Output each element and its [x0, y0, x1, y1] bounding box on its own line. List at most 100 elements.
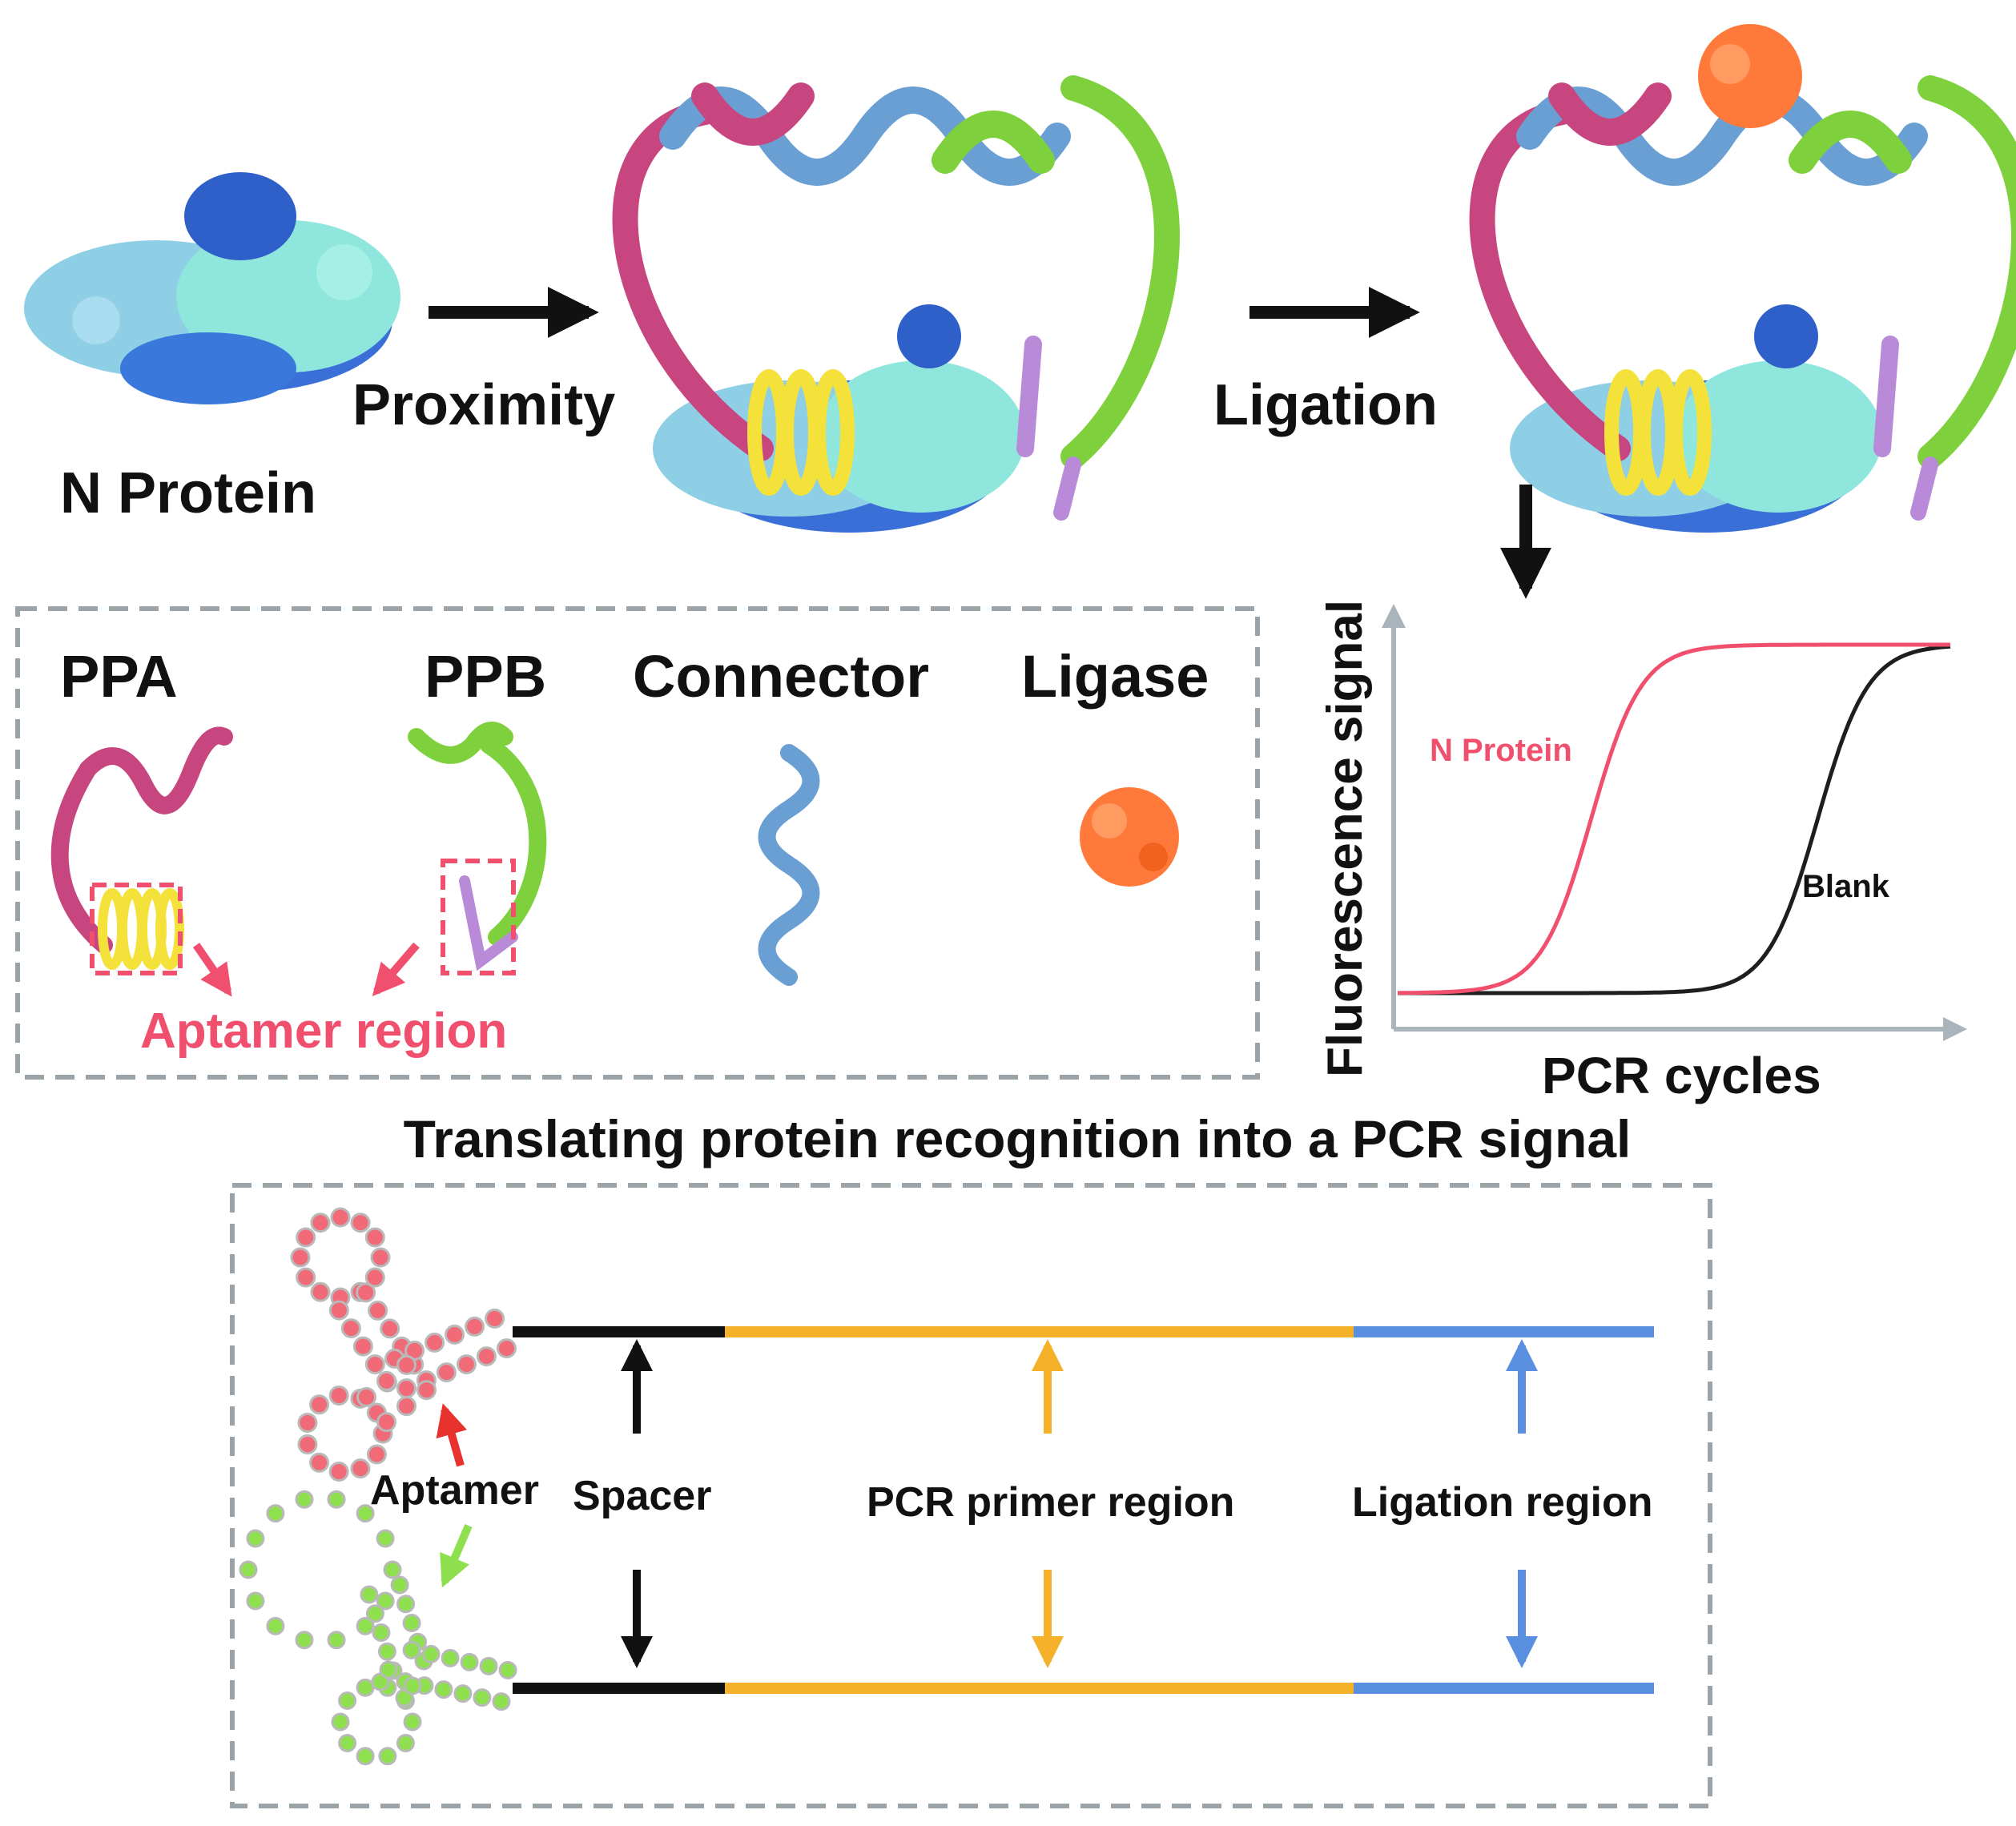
nucleotide-bead [266, 1504, 285, 1523]
nucleotide-bead [496, 1338, 517, 1359]
nucleotide-bead [328, 1462, 349, 1482]
nucleotide-bead [310, 1213, 331, 1233]
nucleotide-bead [479, 1656, 498, 1675]
ppa-strand-icon [50, 726, 233, 970]
nucleotide-bead [434, 1680, 453, 1699]
ppb-strand-icon [408, 722, 547, 971]
proximity-complex [612, 75, 1180, 533]
aptamer-arrow-bottom [440, 1524, 473, 1588]
nucleotide-bead [366, 1444, 387, 1465]
ppa-label: PPA [60, 643, 178, 710]
nucleotide-bead [331, 1712, 350, 1731]
nucleotide-bead [402, 1613, 421, 1632]
nucleotide-bead [396, 1733, 415, 1752]
aptamer-structure-top [290, 1207, 517, 1482]
nucleotide-bead [492, 1692, 511, 1711]
nucleotide-bead [396, 1396, 416, 1417]
nucleotide-bead [364, 1267, 385, 1288]
nucleotide-bead [465, 1316, 485, 1337]
series-line-n-protein [1398, 642, 1950, 995]
nucleotide-bead [350, 1458, 371, 1479]
ligase-label: Ligase [1021, 643, 1209, 710]
nucleotide-bead [365, 1604, 384, 1623]
n-protein-illustration [24, 172, 400, 404]
series-line-blank [1398, 644, 1951, 995]
n-protein-label: N Protein [60, 461, 316, 525]
ligase-icon [1080, 787, 1179, 887]
nucleotide-bead [290, 1247, 311, 1268]
nucleotide-bead [421, 1644, 441, 1663]
aptamer-region-label: Aptamer region [140, 1003, 507, 1059]
ppb-aptamer-box [441, 859, 516, 975]
y-axis-label: Fluorescence signal [1318, 600, 1373, 1077]
nucleotide-bead [396, 1354, 417, 1375]
nucleotide-bead [376, 1370, 397, 1391]
nucleotide-bead [403, 1676, 422, 1695]
nucleotide-bead [356, 1678, 375, 1697]
proximity-label: Proximity [352, 373, 615, 437]
nucleotide-bead [246, 1529, 265, 1548]
nucleotide-bead [372, 1623, 391, 1643]
fluorescence-chart: N Protein Blank PCR cycles Fluorescence … [1318, 600, 1967, 1104]
series-label-n-protein: N Protein [1430, 733, 1572, 768]
nucleotide-bead [383, 1560, 402, 1579]
nucleotide-bead [456, 1354, 477, 1375]
nucleotide-bead [295, 1490, 314, 1509]
nucleotide-bead [297, 1434, 318, 1455]
nucleotide-bead [416, 1380, 437, 1401]
nucleotide-bead [266, 1616, 285, 1635]
ppb-aptamer-arrow [372, 942, 420, 997]
nucleotide-bead [356, 1386, 377, 1407]
nucleotide-bead [425, 1332, 445, 1353]
spacer-label: Spacer [573, 1473, 711, 1519]
nucleotide-bead [460, 1652, 479, 1671]
nucleotide-bead [396, 1595, 416, 1614]
nucleotide-bead [340, 1318, 361, 1339]
nucleotide-bead [356, 1282, 376, 1303]
nucleotide-bead [376, 1529, 395, 1548]
nucleotide-bead [376, 1591, 395, 1611]
section-title: Translating protein recognition into a P… [404, 1109, 1632, 1168]
nucleotide-bead [309, 1452, 330, 1473]
nucleotide-bead [436, 1362, 457, 1383]
nucleotide-bead [327, 1631, 346, 1650]
nucleotide-bead [368, 1300, 388, 1321]
nucleotide-bead [364, 1227, 385, 1248]
nucleotide-bead [338, 1733, 357, 1752]
nucleotide-bead [239, 1560, 258, 1579]
ppa-aptamer-arrow [192, 943, 232, 997]
ligation-complex [1469, 24, 2016, 533]
nucleotide-bead [498, 1660, 517, 1679]
nucleotide-bead [445, 1324, 465, 1345]
nucleotide-bead [327, 1490, 346, 1509]
nucleotide-bead [350, 1213, 371, 1233]
nucleotide-bead [330, 1207, 351, 1228]
nucleotide-bead [378, 1747, 397, 1766]
aptamer-structure-bottom [239, 1490, 517, 1766]
nucleotide-bead [310, 1281, 331, 1302]
ligation-region-label: Ligation region [1352, 1479, 1653, 1526]
nucleotide-bead [370, 1247, 391, 1268]
pcr-primer-region-label: PCR primer region [867, 1479, 1234, 1526]
aptamer-label: Aptamer [370, 1467, 539, 1514]
ligase-bound-icon [1698, 24, 1802, 128]
nucleotide-bead [246, 1591, 265, 1611]
nucleotide-bead [356, 1747, 375, 1766]
nucleotide-bead [441, 1648, 460, 1667]
nucleotide-bead [453, 1684, 473, 1703]
nucleotide-bead [296, 1267, 316, 1288]
nucleotide-bead [338, 1691, 357, 1711]
nucleotide-bead [328, 1385, 349, 1406]
nucleotide-bead [473, 1688, 492, 1707]
nucleotide-bead [402, 1640, 421, 1659]
nucleotide-bead [403, 1712, 422, 1731]
nucleotide-bead [328, 1300, 349, 1321]
legend-box [15, 606, 1260, 1080]
nucleotide-bead [297, 1412, 318, 1433]
nucleotide-bead [380, 1318, 400, 1339]
nucleotide-bead [476, 1346, 497, 1367]
nucleotide-bead [356, 1504, 375, 1523]
nucleotide-bead [377, 1642, 396, 1661]
nucleotide-bead [352, 1336, 373, 1357]
